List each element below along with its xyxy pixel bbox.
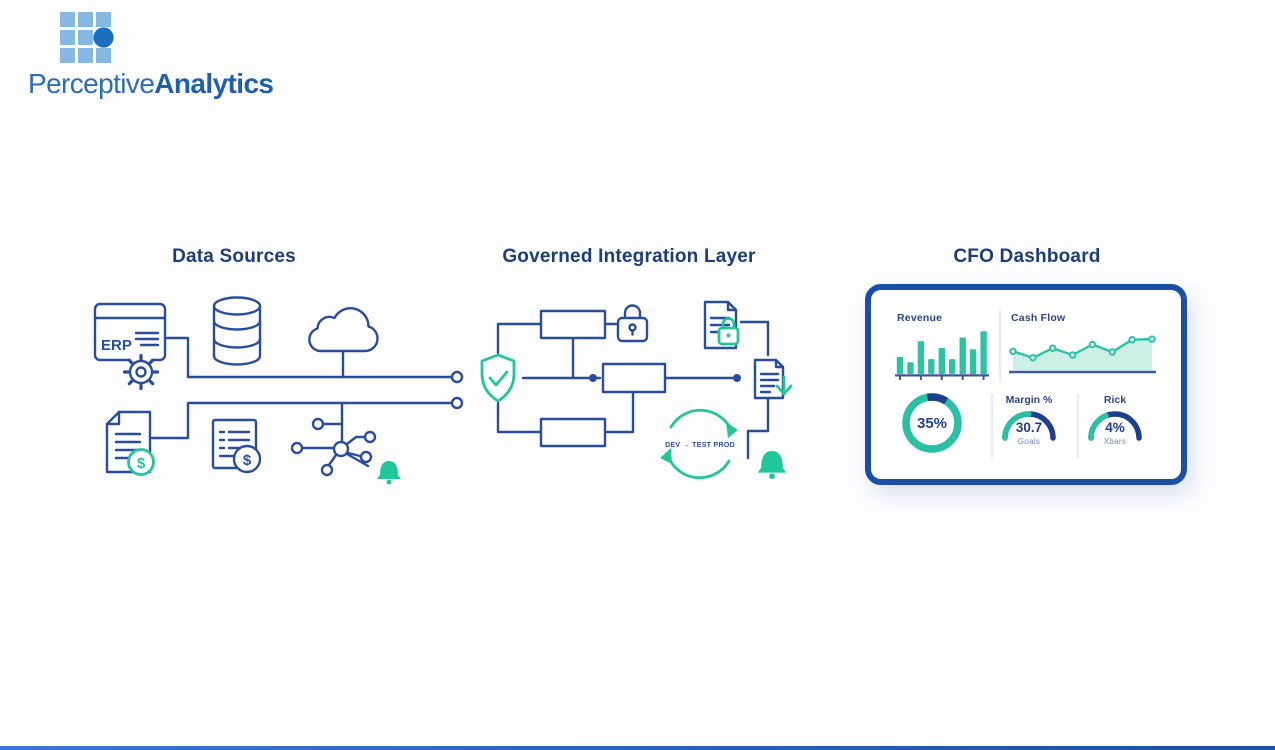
share-donut-chart: 35% [902,393,962,453]
database-icon [212,296,262,366]
logo-grid-icon [60,12,273,63]
architecture-diagram: ERP [93,296,793,485]
risk-sublabel: Xbars [1103,437,1127,446]
export-document-icon [753,358,793,400]
panel-divider [999,310,1001,382]
cashflow-label: Cash Flow [1011,312,1066,324]
bottom-accent-bar [0,746,1275,750]
panel-divider [991,394,993,458]
risk-label: Rick [1103,394,1127,406]
perceptive-analytics-logo: PerceptiveAnalytics [28,12,274,100]
erp-icon: ERP [93,302,167,391]
network-icon [290,417,377,477]
integration-connectors [496,320,770,460]
margin-gauge-block: Margin % 30.7 Goals [993,394,1065,446]
secure-document-icon [703,300,740,350]
alert-bell-icon [757,451,787,480]
margin-value: 30.7 [1015,420,1043,435]
flow-node-bottom [539,417,607,448]
risk-value: 4% [1105,420,1125,435]
logo-wordmark: PerceptiveAnalytics [28,68,274,100]
devops-cycle-icon: DEV → TEST PROD [660,408,738,480]
logo-word-analytics: Analytics [154,68,274,99]
logo-word-perceptive: Perceptive [28,68,155,99]
cfo-dashboard-panel: Revenue Cash Flow 35% Margin % 30.7 Goal… [865,284,1187,485]
cashflow-area-chart [1009,335,1156,374]
download-arrow-icon [775,375,793,396]
green-lock-icon [717,317,740,346]
data-sources-heading: Data Sources [172,246,296,267]
revenue-bar-chart [895,331,989,380]
margin-gauge [1002,411,1056,441]
invoice-dollar-icon: $ [211,418,262,474]
revenue-label: Revenue [897,312,943,324]
panel-divider [1077,394,1079,458]
flow-node-middle [601,362,667,394]
margin-sublabel: Goals [1017,437,1041,446]
logo-dot-icon [93,27,114,48]
erp-label: ERP [101,337,132,354]
dashboard-heading: CFO Dashboard [953,246,1101,267]
cloud-icon [308,307,379,353]
risk-gauge [1088,411,1142,441]
donut-value: 35% [917,415,947,432]
source-connectors [150,336,464,444]
integration-heading: Governed Integration Layer [502,246,756,267]
dollar-glyph: $ [243,452,252,469]
dollar-glyph: $ [137,455,146,472]
padlock-icon [616,304,649,343]
flow-node-top [539,309,607,340]
cycle-label: DEV → TEST PROD [665,442,735,449]
gear-icon [122,353,160,391]
document-dollar-icon: $ [105,410,155,476]
risk-gauge-block: Rick 4% Xbars [1079,394,1151,446]
margin-label: Margin % [1005,394,1053,406]
alert-bell-icon [377,461,401,485]
shield-check-icon [480,353,516,403]
